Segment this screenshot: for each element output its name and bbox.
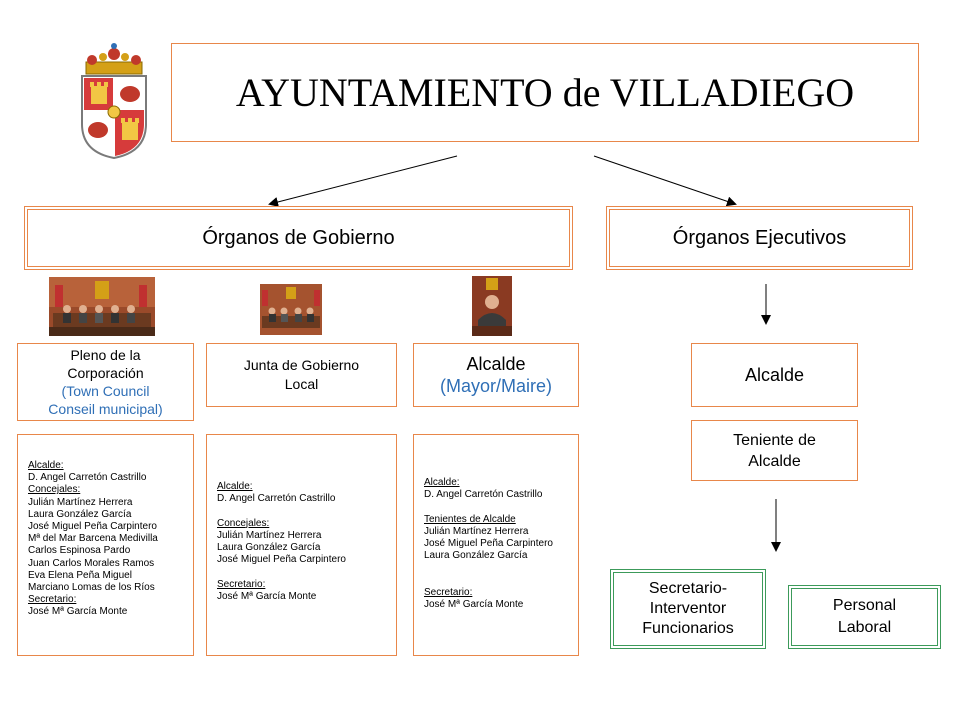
pleno-concejal: Marciano Lomas de los Ríos <box>28 582 155 594</box>
junta-concejal: Laura González García <box>217 542 321 554</box>
pleno-photo <box>49 277 155 336</box>
branch-gobierno: Órganos de Gobierno <box>24 206 573 270</box>
pleno-concejal: Juan Carlos Morales Ramos <box>28 557 155 569</box>
pleno-alcalde-heading: Alcalde: <box>28 460 64 471</box>
secretario-line3: Funcionarios <box>642 620 734 637</box>
arrow-to-ejecutivos <box>593 155 737 207</box>
pleno-secretario-name: José Mª García Monte <box>28 606 128 618</box>
junta-secretario-name: José Mª García Monte <box>217 590 317 602</box>
junta-concejal: Julián Martínez Herrera <box>217 529 322 541</box>
alcalde-line2: (Mayor/Maire) <box>439 376 552 396</box>
pleno-concejal: Laura González García <box>28 508 132 520</box>
page-title: AYUNTAMIENTO de VILLADIEGO <box>235 70 855 115</box>
alcalde-teniente: Julián Martínez Herrera <box>424 525 529 537</box>
branch-gobierno-label: Órganos de Gobierno <box>202 226 395 249</box>
alcalde-tenientes-heading: Tenientes de Alcalde <box>424 513 516 525</box>
exec-alcalde-label: Alcalde <box>744 364 805 385</box>
alcalde-teniente: Laura González García <box>424 550 528 562</box>
pleno-line1: Pleno de la <box>70 347 141 363</box>
title-box: AYUNTAMIENTO de VILLADIEGO <box>171 43 919 142</box>
junta-box: Junta de Gobierno Local <box>206 343 397 407</box>
alcalde-members: Alcalde: D. Angel Carretón Castrillo Ten… <box>413 434 579 656</box>
teniente-line2: Alcalde <box>748 452 801 470</box>
alcalde-secretario-name: José Mª García Monte <box>424 599 524 611</box>
pleno-line2: Corporación <box>67 365 144 381</box>
teniente-line1: Teniente de <box>733 431 816 449</box>
pleno-concejal: Eva Elena Peña Miguel <box>28 569 132 581</box>
pleno-alcalde-name: D. Angel Carretón Castrillo <box>28 472 147 484</box>
arrow-to-gobierno <box>268 155 458 207</box>
coat-of-arms-icon <box>76 40 152 160</box>
pleno-concejal: Julián Martínez Herrera <box>28 496 133 508</box>
pleno-members: Alcalde: D. Angel Carretón Castrillo Con… <box>17 434 194 656</box>
alcalde-alcalde-heading: Alcalde: <box>424 477 460 488</box>
alcalde-alcalde-name: D. Angel Carretón Castrillo <box>424 489 543 501</box>
junta-alcalde-name: D. Angel Carretón Castrillo <box>217 493 336 505</box>
secretario-line2: Interventor <box>649 600 727 617</box>
branch-ejecutivos-label: Órganos Ejecutivos <box>672 226 847 249</box>
junta-members: Alcalde: D. Angel Carretón Castrillo Con… <box>206 434 397 656</box>
alcalde-photo <box>472 276 512 336</box>
junta-line1: Junta de Gobierno <box>243 357 360 373</box>
junta-concejales-heading: Concejales: <box>217 517 270 529</box>
branch-ejecutivos: Órganos Ejecutivos <box>606 206 913 270</box>
alcalde-box: Alcalde (Mayor/Maire) <box>413 343 579 407</box>
junta-photo <box>260 284 322 335</box>
secretario-line1: Secretario- <box>648 580 728 597</box>
pleno-line3: (Town Council <box>61 383 150 399</box>
junta-alcalde-heading: Alcalde: <box>217 481 253 492</box>
pleno-box: Pleno de la Corporación (Town Council Co… <box>17 343 194 421</box>
pleno-line4: Conseil municipal) <box>48 401 163 417</box>
teniente-box: Teniente de Alcalde <box>691 420 858 481</box>
alcalde-teniente: José Miguel Peña Carpintero <box>424 538 553 550</box>
pleno-concejal: José Miguel Peña Carpintero <box>28 521 157 533</box>
exec-alcalde-box: Alcalde <box>691 343 858 407</box>
pleno-secretario-heading: Secretario: <box>28 594 77 606</box>
junta-secretario-heading: Secretario: <box>217 578 266 590</box>
pleno-concejal: Mª del Mar Barcena Medivilla <box>28 533 158 545</box>
junta-line2: Local <box>284 376 319 392</box>
personal-box: Personal Laboral <box>788 585 941 649</box>
junta-concejal: José Miguel Peña Carpintero <box>217 554 346 566</box>
personal-line1: Personal <box>832 597 897 614</box>
personal-line2: Laboral <box>837 619 892 636</box>
alcalde-secretario-heading: Secretario: <box>424 586 473 598</box>
secretario-box: Secretario- Interventor Funcionarios <box>610 569 766 649</box>
pleno-concejal: Carlos Espinosa Pardo <box>28 545 131 557</box>
alcalde-line1: Alcalde <box>466 354 526 374</box>
pleno-concejales-heading: Concejales: <box>28 484 81 496</box>
